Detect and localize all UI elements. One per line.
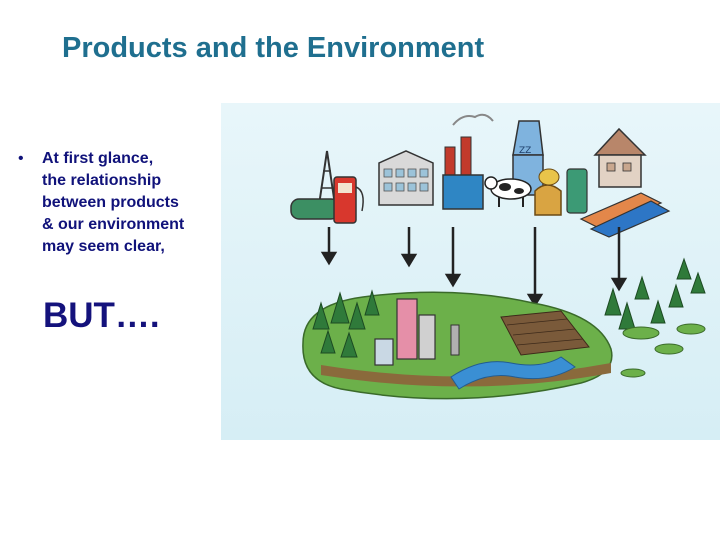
- bullet-item: • At first glance, the relationship betw…: [18, 148, 228, 258]
- bullet-text: At first glance, the relationship betwee…: [42, 148, 228, 258]
- factory-building-icon: [379, 151, 433, 205]
- bullet-symbol: •: [18, 150, 24, 168]
- bread-icon: [535, 169, 561, 215]
- slide-title: Products and the Environment: [62, 32, 484, 65]
- svg-text:ZZ: ZZ: [519, 146, 531, 156]
- products-environment-illustration: ZZ: [221, 103, 720, 440]
- bullet-list: • At first glance, the relationship betw…: [18, 148, 228, 258]
- emphasis-text: BUT….: [43, 296, 160, 336]
